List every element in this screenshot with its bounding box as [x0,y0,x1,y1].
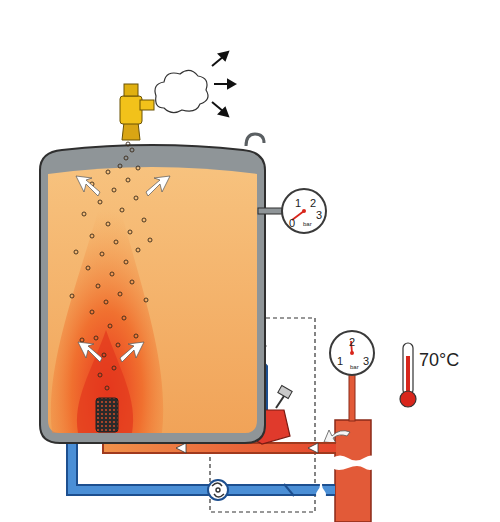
pipe-break [316,480,326,500]
temperature-label: 70°C [419,350,459,370]
pressure-gauge: 123 bar [329,330,375,376]
gauge-scale: 2 [310,198,316,209]
gauge-scale: 1 [295,198,301,209]
hanging-hook [246,134,264,146]
cold-pipe [72,440,335,490]
gauge-scale: 1 [337,356,343,367]
pump [208,480,228,500]
flow-arrows [76,176,170,362]
flow-arrow [176,443,318,453]
gauge-scale: 2 [349,337,355,348]
gauge-scale: bar [303,221,312,227]
vessel-water [48,167,257,433]
air-vent [120,84,154,140]
gauge-stem [258,208,282,214]
separator-mesh [96,398,118,432]
pump-symbol [212,483,224,497]
vented-air [155,70,208,112]
pipe-break [332,456,376,471]
thermometer [400,343,416,407]
vessel-shell [40,145,265,443]
gauge-scale: bar [350,364,359,370]
gauge-scale: 0 [289,218,295,229]
gauge-scale: 3 [363,356,369,367]
gauge-stem [349,374,355,421]
check-valve [284,484,294,496]
cold-pipe-outline [72,440,335,490]
vent-arrows [212,52,235,116]
hot-plume [51,170,163,433]
gas-bubbles [70,142,152,390]
gauge-scale: 3 [316,210,322,221]
flow-arrow [324,430,350,443]
pressure-gauge: 123 0 bar [281,188,327,234]
